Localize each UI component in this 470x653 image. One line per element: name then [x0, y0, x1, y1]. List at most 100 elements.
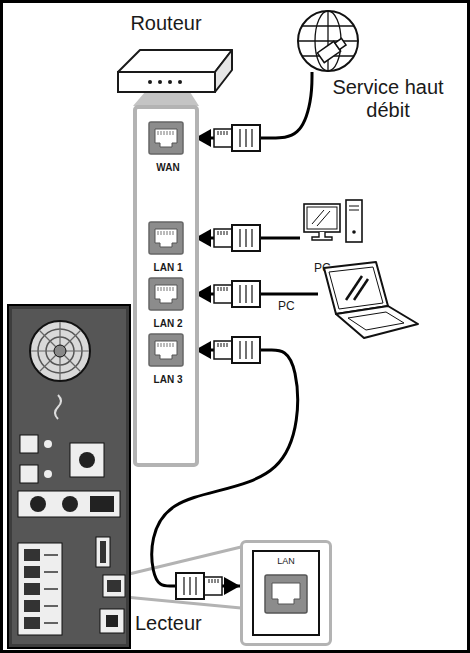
port-contact	[161, 131, 162, 135]
port-led	[44, 440, 52, 448]
player-rear-panel: Lecteur	[8, 305, 130, 648]
port-label: LAN 2	[141, 318, 195, 330]
port-contact	[161, 231, 162, 235]
player-lan-socket	[107, 580, 121, 592]
monitor-screen	[307, 207, 337, 229]
player-rear-panel-drawing	[8, 305, 130, 648]
port-socket	[155, 229, 177, 247]
router-led	[168, 80, 172, 84]
player-lan-port	[103, 575, 125, 597]
speaker-clip	[24, 617, 40, 629]
optical-port	[20, 465, 38, 483]
player-back-panel	[8, 305, 130, 648]
speaker-mark	[44, 554, 58, 556]
speaker-clip	[24, 549, 40, 561]
pc-label: PC	[278, 300, 295, 314]
router-front	[118, 72, 215, 92]
zoom-port-label: LAN	[253, 556, 319, 566]
ethernet-plug	[214, 225, 260, 251]
monitor-stand	[312, 232, 332, 240]
lan-port-zoom: LAN	[240, 540, 332, 646]
port-socket	[155, 285, 177, 303]
connector-strip	[18, 491, 120, 517]
cable-hook	[55, 395, 61, 419]
screen-glare	[317, 211, 330, 226]
router-port: LAN 2	[141, 275, 195, 337]
ethernet-plug	[214, 125, 260, 151]
ethernet-plug	[176, 573, 222, 599]
speaker-terminal	[18, 543, 62, 635]
speaker-clip	[24, 600, 40, 612]
port-contact	[170, 231, 171, 235]
speaker-mark	[44, 571, 58, 573]
laptop-lid	[324, 262, 388, 314]
globe-outline	[298, 11, 358, 71]
port-label: LAN 3	[141, 374, 195, 386]
port-contact	[167, 343, 168, 347]
speaker-mark	[44, 622, 58, 624]
screen-glare	[312, 210, 324, 224]
router-port-drawing	[148, 333, 184, 367]
router-side	[215, 50, 232, 92]
port-contact	[164, 287, 165, 291]
speaker-mark	[44, 588, 58, 590]
port-contact	[164, 231, 165, 235]
zoom-port-housing	[265, 575, 307, 613]
port-contact	[161, 343, 162, 347]
usb-slot	[96, 537, 110, 567]
router-led	[158, 80, 162, 84]
fan-grill	[39, 330, 80, 371]
player-label: Lecteur	[135, 612, 202, 635]
port-label: WAN	[141, 162, 195, 174]
port-contact	[164, 131, 165, 135]
power-socket	[106, 615, 118, 627]
port-contact	[158, 287, 159, 291]
tower-button	[352, 230, 356, 234]
port-contact	[167, 231, 168, 235]
power-inlet	[100, 609, 124, 633]
desktop-pc-drawing	[300, 200, 366, 244]
broadband-label: Service haut débit	[318, 76, 458, 122]
port-contact	[158, 343, 159, 347]
port-housing	[149, 334, 183, 366]
monitor	[304, 204, 340, 232]
router-callout	[133, 92, 199, 106]
router-port-panel: RouteurWANLAN 1LAN 2LAN 3	[133, 105, 199, 467]
port-contact	[173, 231, 174, 235]
router-port: LAN 3	[141, 331, 195, 393]
globe-parallel	[302, 25, 354, 26]
laptop-screen	[329, 267, 383, 309]
laptop-keyboard	[348, 312, 404, 330]
port-contact	[173, 343, 174, 347]
round-connector	[30, 496, 46, 512]
port-contact	[170, 131, 171, 135]
port-socket	[155, 341, 177, 359]
port-contact	[170, 343, 171, 347]
port-contact	[161, 287, 162, 291]
speaker-clip	[24, 566, 40, 578]
port-contact	[167, 287, 168, 291]
port-contact	[158, 231, 159, 235]
laptop-base	[336, 306, 418, 338]
port-led	[44, 470, 52, 478]
tower-bay	[349, 206, 359, 207]
port-contact	[158, 131, 159, 135]
zoom-port-socket	[272, 583, 300, 604]
router-led	[148, 80, 152, 84]
port-contact	[167, 131, 168, 135]
speaker-mark	[44, 605, 58, 607]
usb-socket	[100, 541, 106, 563]
antenna-socket	[79, 452, 95, 468]
port-socket	[155, 129, 177, 147]
internet-globe: Service haut débit	[295, 8, 361, 72]
fan	[30, 321, 90, 381]
router-led	[178, 80, 182, 84]
internet-globe-drawing	[295, 8, 361, 72]
router-port-drawing	[148, 221, 184, 255]
port-contact	[173, 287, 174, 291]
round-connector	[62, 496, 78, 512]
globe-plug-tip	[335, 38, 346, 49]
port-housing	[149, 278, 183, 310]
port-contact	[170, 287, 171, 291]
port-label: LAN 1	[141, 262, 195, 274]
